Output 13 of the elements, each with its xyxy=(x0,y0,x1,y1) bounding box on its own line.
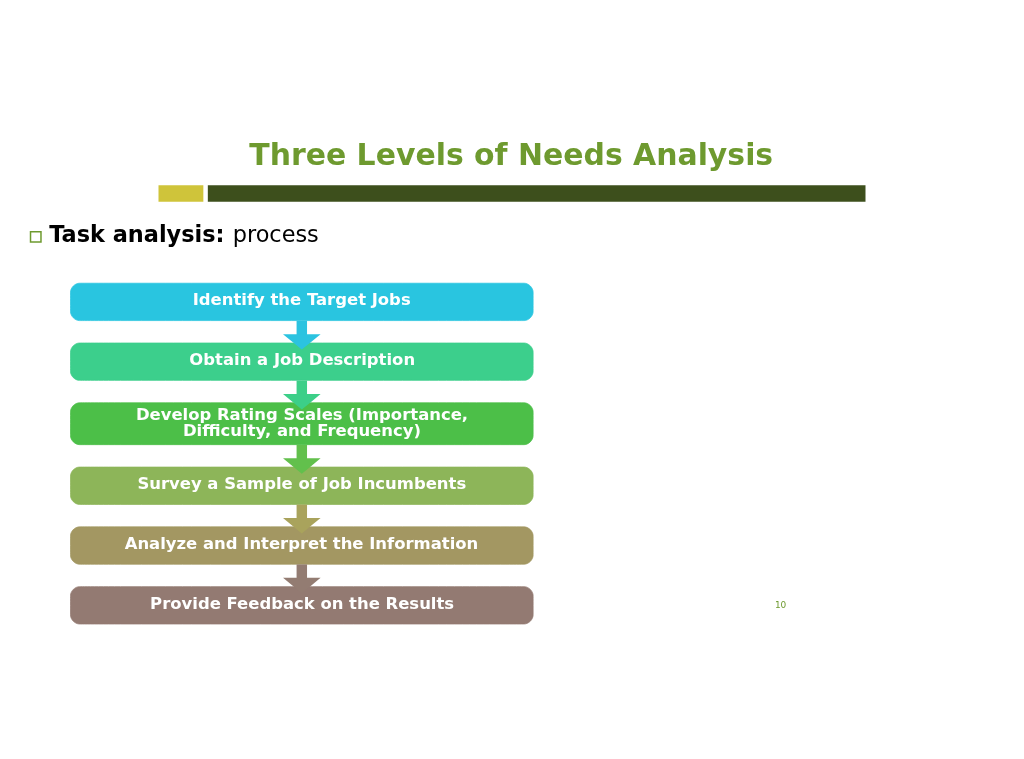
diagram-title: Three Levels of Needs Analysis xyxy=(249,136,774,172)
node-box: Obtain a Job Description xyxy=(70,342,534,381)
label: 10 xyxy=(774,599,787,610)
arrow xyxy=(283,380,321,409)
arrow xyxy=(283,504,321,533)
arrow xyxy=(283,320,321,350)
arrow xyxy=(283,444,321,474)
node-box: Analyze and Interpret the Information xyxy=(70,525,534,565)
node-box: Develop Rating Scales (Importance, Difficulty, and Frequency) xyxy=(70,401,534,445)
node-box: Survey a Sample of Job Incumbents xyxy=(70,466,534,505)
node-box: Provide Feedback on the Results xyxy=(70,585,534,624)
node-box: Identify the Target Jobs xyxy=(70,282,534,321)
label: Task analysis: process xyxy=(49,220,319,247)
